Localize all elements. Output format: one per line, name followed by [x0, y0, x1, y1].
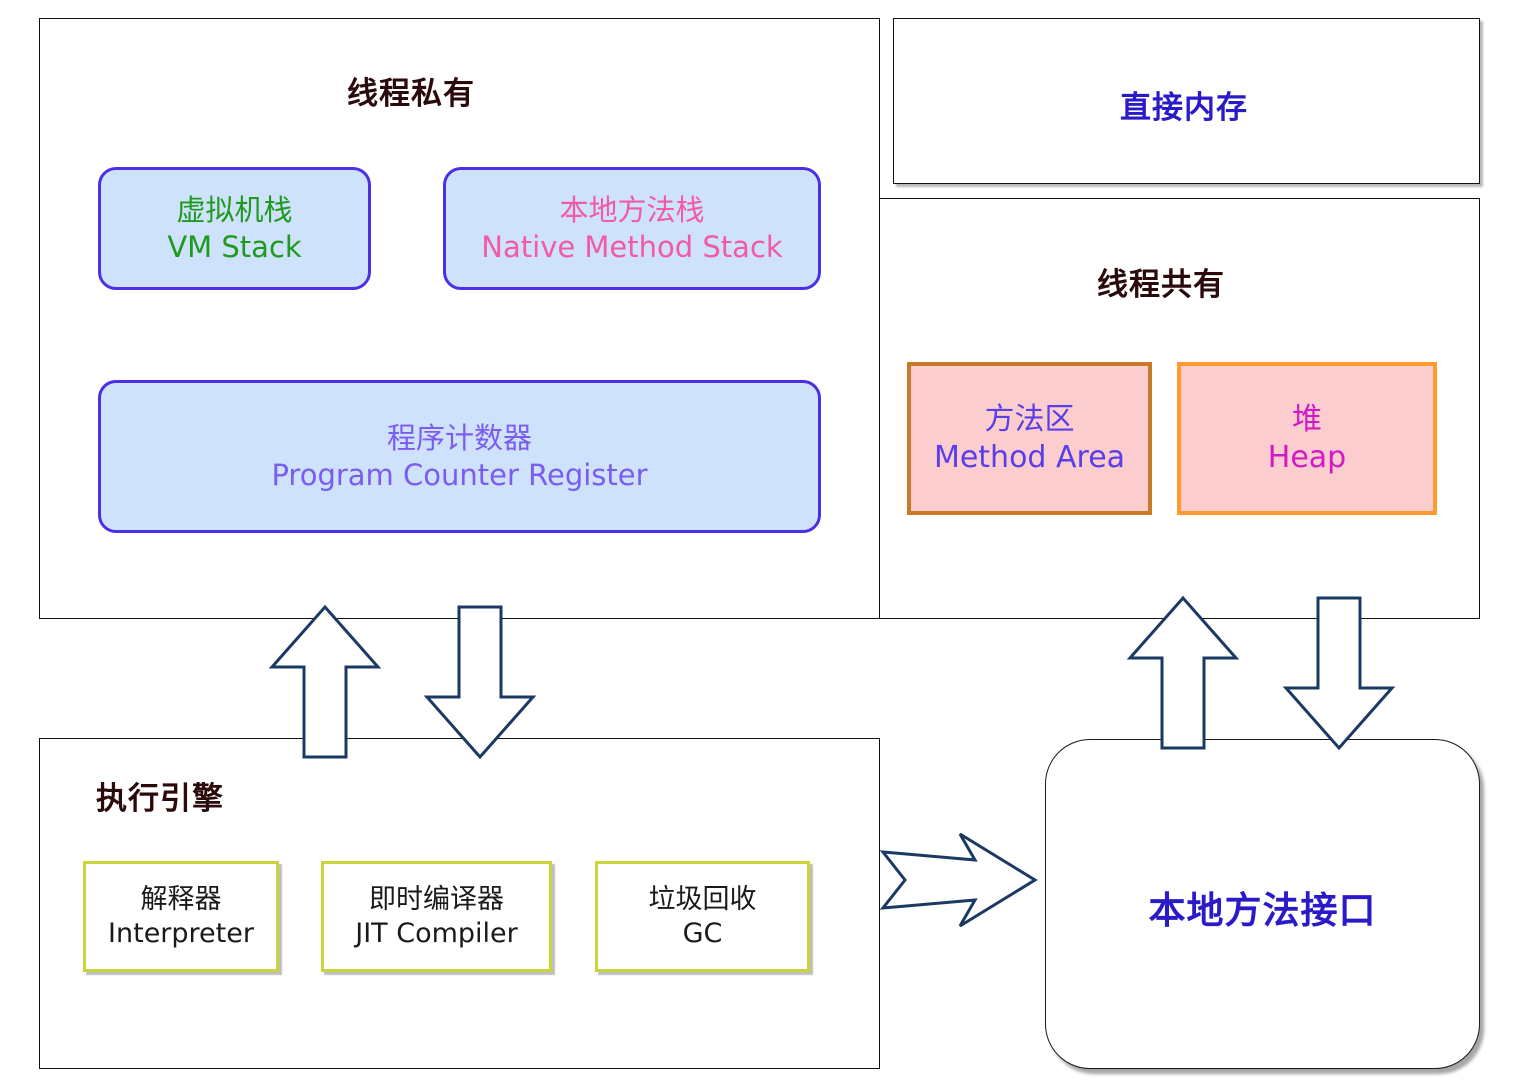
interpreter-box[interactable]: 解释器 Interpreter [83, 861, 279, 972]
native-method-stack-label-en: Native Method Stack [481, 229, 783, 264]
program-counter-label-cn: 程序计数器 [386, 421, 532, 456]
jit-compiler-label-cn: 即时编译器 [369, 883, 504, 915]
arrow-down-icon [423, 605, 537, 760]
native-method-stack-box[interactable]: 本地方法栈 Native Method Stack [443, 167, 821, 290]
method-area-box[interactable]: 方法区 Method Area [907, 362, 1152, 515]
heap-label-cn: 堆 [1292, 402, 1322, 437]
thread-shared-title: 线程共有 [1097, 267, 1225, 303]
vm-stack-label-cn: 虚拟机栈 [176, 193, 293, 228]
arrow-down-icon [1282, 596, 1396, 751]
arrow-up-icon [1126, 595, 1240, 750]
native-interface-title: 本地方法接口 [1148, 889, 1377, 932]
arrow-right-icon [879, 832, 1038, 928]
interpreter-label-cn: 解释器 [140, 883, 222, 915]
heap-label-en: Heap [1267, 439, 1347, 475]
program-counter-box[interactable]: 程序计数器 Program Counter Register [98, 380, 821, 533]
jit-compiler-box[interactable]: 即时编译器 JIT Compiler [321, 861, 552, 972]
vm-stack-box[interactable]: 虚拟机栈 VM Stack [98, 167, 371, 290]
gc-label-en: GC [682, 917, 723, 949]
heap-box[interactable]: 堆 Heap [1177, 362, 1437, 515]
arrow-up-icon [268, 604, 382, 759]
interpreter-label-en: Interpreter [108, 917, 254, 949]
execution-engine-title: 执行引擎 [96, 781, 224, 817]
gc-label-cn: 垃圾回收 [648, 883, 757, 915]
method-area-label-cn: 方法区 [984, 402, 1075, 437]
native-interface-box[interactable] [1045, 739, 1480, 1069]
method-area-label-en: Method Area [933, 439, 1126, 475]
gc-box[interactable]: 垃圾回收 GC [595, 861, 810, 972]
thread-private-title: 线程私有 [347, 76, 475, 112]
program-counter-label-en: Program Counter Register [271, 457, 648, 492]
native-method-stack-label-cn: 本地方法栈 [559, 193, 705, 228]
vm-stack-label-en: VM Stack [167, 229, 302, 264]
direct-memory-title: 直接内存 [1120, 90, 1248, 126]
direct-memory-panel [893, 18, 1480, 184]
jit-compiler-label-en: JIT Compiler [355, 917, 518, 949]
